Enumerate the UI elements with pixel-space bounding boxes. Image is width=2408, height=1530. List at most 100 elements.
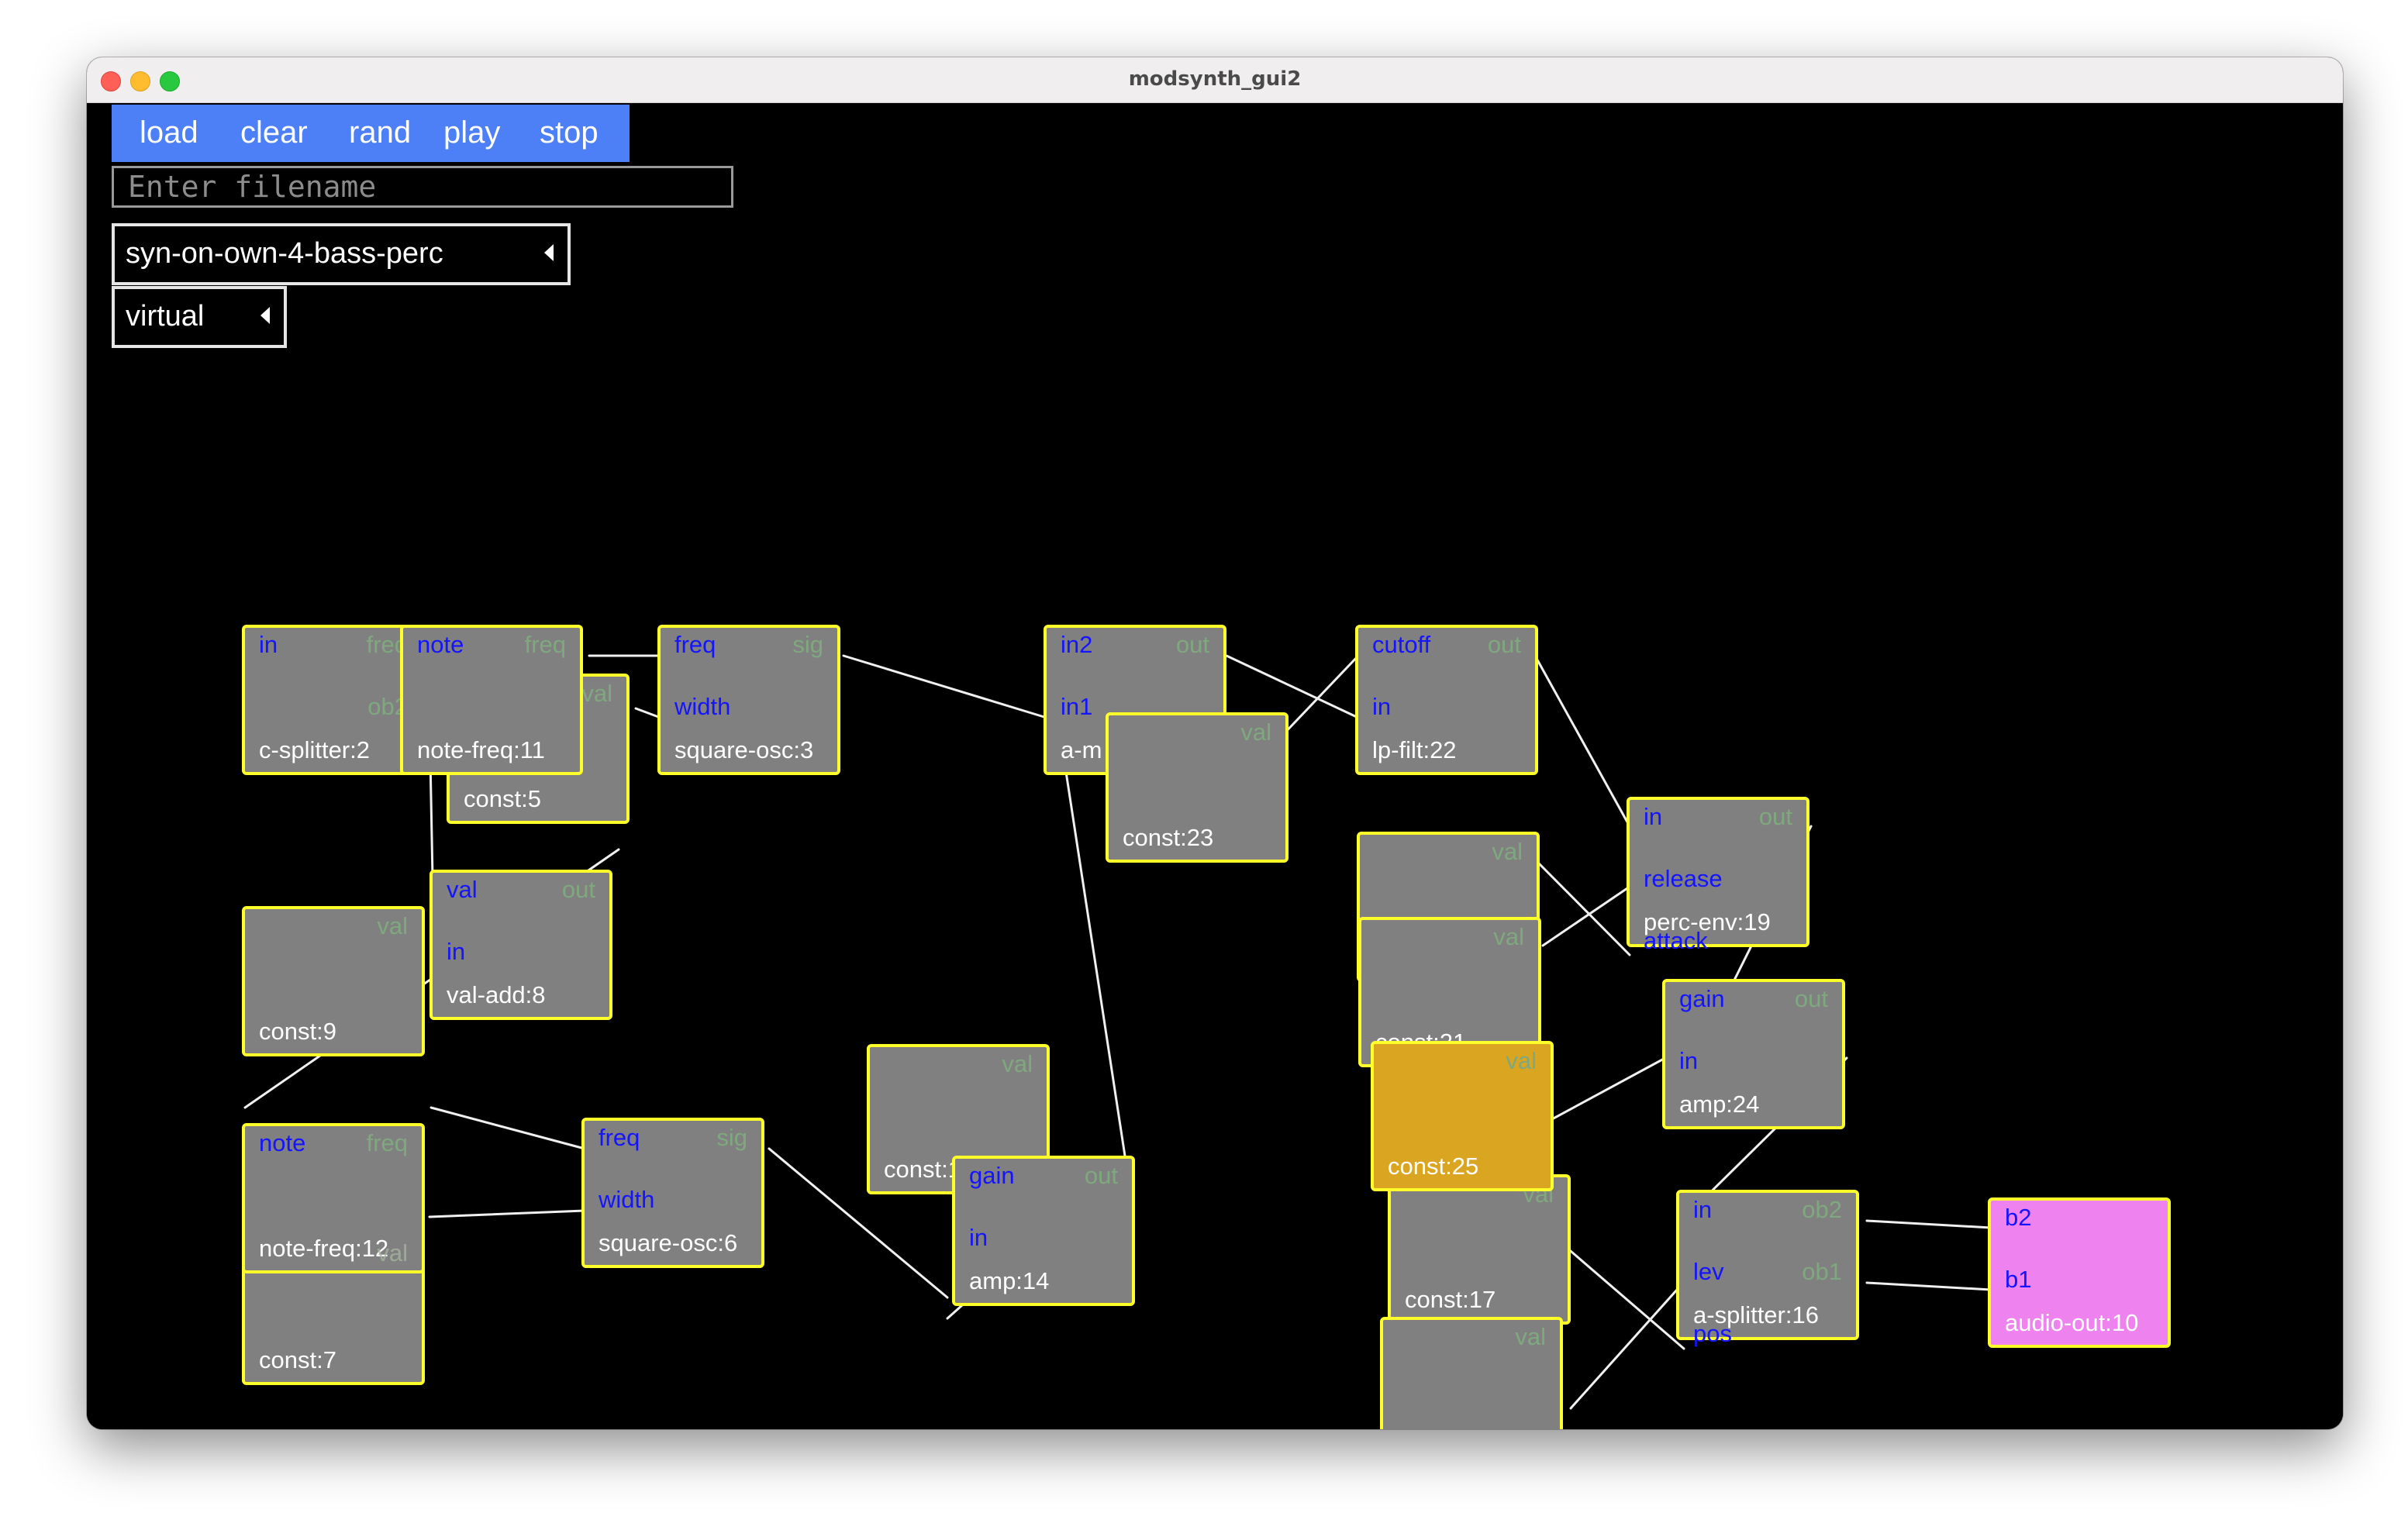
port-val[interactable]: val	[1492, 838, 1523, 865]
module-label: const:5	[464, 785, 541, 812]
port-sig[interactable]: sig	[716, 1124, 747, 1151]
clear-button[interactable]: clear	[240, 115, 308, 150]
app-window: modsynth_gui2	[87, 57, 2343, 1429]
module-label: const:9	[259, 1018, 336, 1045]
port-ob1[interactable]: ob1	[1802, 1258, 1842, 1285]
module-amp-14[interactable]: gain out in amp:14	[952, 1156, 1135, 1306]
module-c-splitter-2[interactable]: in freq ob2 c-splitter:2	[242, 625, 425, 775]
module-square-osc-6[interactable]: freq sig width square-osc:6	[581, 1118, 764, 1268]
port-b2[interactable]: b2	[2005, 1204, 2032, 1231]
wire	[1569, 1280, 1685, 1410]
port-lev[interactable]: lev	[1693, 1258, 1724, 1285]
port-in[interactable]: in	[259, 631, 278, 658]
port-val[interactable]: val	[447, 876, 478, 903]
module-label: c-splitter:2	[259, 736, 370, 763]
module-note-freq-12[interactable]: note freq note-freq:12 val	[242, 1123, 425, 1273]
module-amp-24[interactable]: gain out in amp:24	[1662, 979, 1845, 1129]
play-button[interactable]: play	[443, 115, 501, 150]
filename-input[interactable]	[112, 166, 733, 208]
port-out[interactable]: out	[1487, 631, 1521, 658]
port-attack[interactable]: attack	[1644, 927, 1708, 954]
port-out[interactable]: out	[1758, 803, 1792, 830]
port-freq[interactable]: freq	[599, 1124, 640, 1151]
wire	[1225, 654, 1360, 719]
port-val[interactable]: val	[377, 912, 408, 939]
port-b1[interactable]: b1	[2005, 1266, 2032, 1293]
module-label: square-osc:3	[674, 736, 814, 763]
wire	[428, 1209, 586, 1218]
port-gain[interactable]: gain	[969, 1162, 1015, 1189]
port-in[interactable]: in	[969, 1224, 988, 1251]
module-const-17[interactable]: val const:17	[1388, 1174, 1571, 1325]
wire	[1549, 1056, 1667, 1122]
module-label: note-freq:12	[259, 1235, 389, 1262]
module-note-freq-11[interactable]: note freq note-freq:11	[400, 625, 583, 775]
wire	[1865, 1219, 1992, 1229]
module-const-25[interactable]: val const:25	[1371, 1041, 1554, 1191]
port-gain[interactable]: gain	[1679, 985, 1725, 1012]
port-val[interactable]: val	[377, 1239, 408, 1266]
port-pos[interactable]: pos	[1693, 1320, 1732, 1347]
rand-button[interactable]: rand	[349, 115, 412, 150]
module-a-splitter-16[interactable]: in ob2 lev ob1 a-splitter:16 pos	[1676, 1190, 1859, 1347]
port-val[interactable]: val	[1493, 923, 1524, 950]
wire	[1535, 860, 1631, 956]
port-freq[interactable]: freq	[366, 1129, 408, 1156]
port-out[interactable]: out	[1794, 985, 1828, 1012]
title-bar[interactable]: modsynth_gui2	[87, 57, 2343, 103]
close-window-button[interactable]	[101, 71, 121, 91]
port-in2[interactable]: in2	[1061, 631, 1093, 658]
dropdown-arrow-icon	[544, 244, 554, 261]
module-val-add-8[interactable]: val out in val-add:8	[430, 870, 612, 1020]
port-in[interactable]: in	[1644, 803, 1663, 830]
module-label: a-m	[1061, 736, 1102, 763]
port-width[interactable]: width	[599, 1186, 655, 1213]
port-out[interactable]: out	[1175, 631, 1209, 658]
port-in[interactable]: in	[1693, 1196, 1713, 1223]
port-note[interactable]: note	[417, 631, 464, 658]
module-square-osc-3[interactable]: freq sig width square-osc:3	[657, 625, 840, 775]
module-const-bottom[interactable]: val	[1380, 1317, 1563, 1429]
load-button[interactable]: load	[140, 115, 198, 150]
port-val[interactable]: val	[1515, 1323, 1546, 1350]
port-val[interactable]: val	[1240, 718, 1271, 746]
port-in1[interactable]: in1	[1061, 693, 1093, 720]
module-label: amp:14	[969, 1267, 1050, 1294]
patch-dropdown[interactable]: syn-on-own-4-bass-perc	[112, 223, 571, 285]
module-lp-filt-22[interactable]: cutoff out in lp-filt:22	[1355, 625, 1538, 775]
module-perc-env-19[interactable]: in out release perc-env:19 attack	[1627, 797, 1809, 954]
wire	[1865, 1281, 1992, 1291]
port-note[interactable]: note	[259, 1129, 306, 1156]
port-freq[interactable]: freq	[674, 631, 716, 658]
port-freq[interactable]: freq	[524, 631, 566, 658]
port-val[interactable]: val	[1506, 1047, 1537, 1074]
patch-dropdown-value: syn-on-own-4-bass-perc	[126, 237, 443, 270]
port-val[interactable]: val	[581, 680, 612, 707]
port-val[interactable]: val	[1002, 1050, 1033, 1077]
module-audio-out-10[interactable]: b2 b1 audio-out:10	[1988, 1197, 2171, 1348]
port-cutoff[interactable]: cutoff	[1372, 631, 1431, 658]
port-sig[interactable]: sig	[792, 631, 823, 658]
port-width[interactable]: width	[674, 693, 731, 720]
minimize-window-button[interactable]	[130, 71, 150, 91]
port-in[interactable]: in	[1679, 1047, 1699, 1074]
port-ob2[interactable]: ob2	[1802, 1196, 1842, 1223]
wire	[430, 1106, 586, 1150]
backend-dropdown[interactable]: virtual	[112, 286, 287, 348]
wire	[842, 654, 1048, 719]
module-const-9[interactable]: val const:9	[242, 906, 425, 1056]
patch-canvas[interactable]: load clear rand play stop syn-on-own-4-b…	[87, 103, 2343, 1429]
port-out[interactable]: out	[1084, 1162, 1118, 1189]
port-release[interactable]: release	[1644, 865, 1723, 892]
module-const-23[interactable]: val const:23	[1106, 712, 1289, 863]
port-in[interactable]: in	[1372, 693, 1392, 720]
maximize-window-button[interactable]	[160, 71, 180, 91]
port-out[interactable]: out	[561, 876, 595, 903]
port-in[interactable]: in	[447, 938, 466, 965]
wire	[1279, 654, 1360, 739]
wire	[768, 1147, 949, 1299]
module-label: perc-env:19	[1644, 908, 1771, 936]
module-label: val-add:8	[447, 981, 546, 1008]
stop-button[interactable]: stop	[540, 115, 599, 150]
module-label: audio-out:10	[2005, 1309, 2139, 1336]
